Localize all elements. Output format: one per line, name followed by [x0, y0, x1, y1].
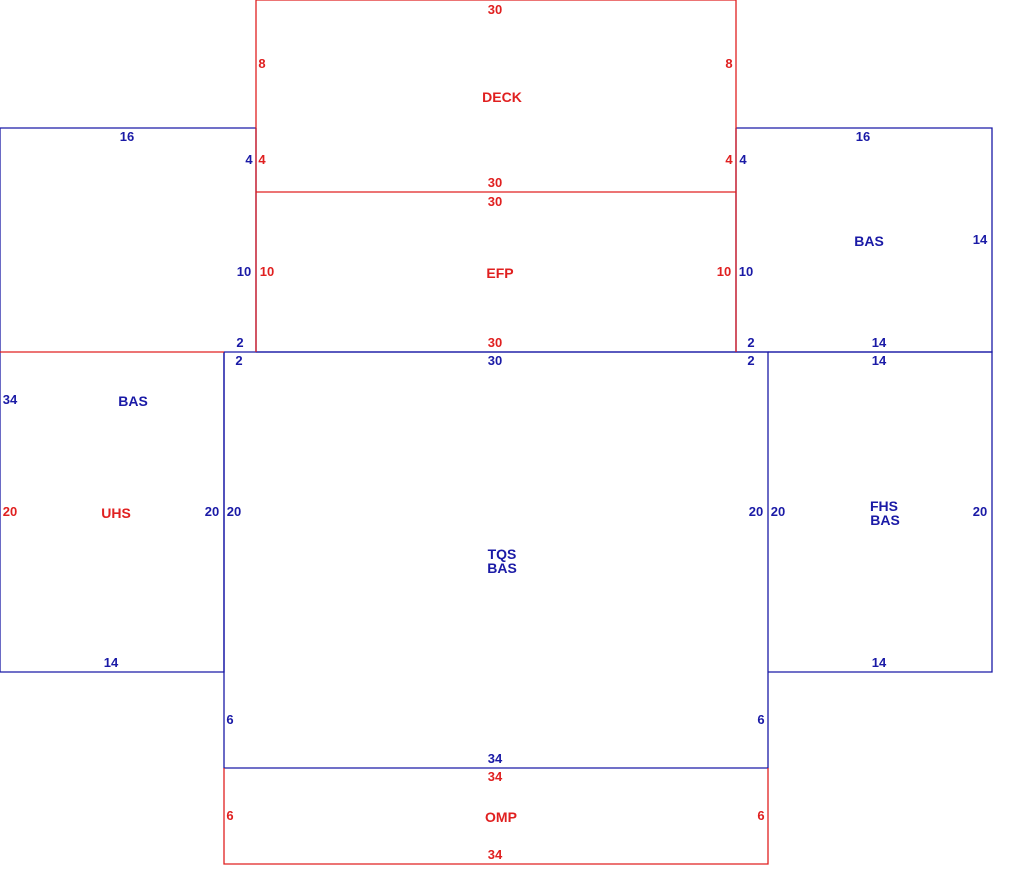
- omp-outline: [223, 768, 769, 865]
- center-label-tqs: TQS: [488, 546, 517, 562]
- uhs-left-dimension: 20: [3, 504, 17, 519]
- center-left-top-dimension: 2: [235, 353, 242, 368]
- left-bas-left-dimension: 34: [3, 392, 18, 407]
- right-fhs-label-fhs: FHS: [870, 498, 898, 514]
- right-bas-left-bot-dimension: 2: [747, 335, 754, 350]
- left-upper-top-dimension: 16: [120, 129, 134, 144]
- right-fhs-left-dimension: 20: [771, 504, 785, 519]
- left-bas-right-dimension: 20: [205, 504, 219, 519]
- efp-right-dimension: 10: [717, 264, 731, 279]
- left-bas-label: BAS: [118, 393, 148, 409]
- deck-label: DECK: [482, 89, 522, 105]
- right-fhs-label-bas: BAS: [870, 512, 900, 528]
- omp-top-dimension: 34: [488, 769, 503, 784]
- deck-bottom-dimension: 30: [488, 175, 502, 190]
- center-right-low-dimension: 6: [757, 712, 764, 727]
- right-bas-top-dimension: 16: [856, 129, 870, 144]
- uhs-label: UHS: [101, 505, 131, 521]
- efp-bottom-dimension: 30: [488, 335, 502, 350]
- right-bas-right-dimension: 14: [973, 232, 988, 247]
- omp-bottom-dimension: 34: [488, 847, 503, 862]
- right-fhs-outline: [768, 351, 993, 673]
- left-bas-bottom-dimension: 14: [104, 655, 119, 670]
- center-label-bas: BAS: [487, 560, 517, 576]
- efp-left-dimension: 10: [260, 264, 274, 279]
- deck-left-dimension: 8: [258, 56, 265, 71]
- efp-label: EFP: [486, 265, 513, 281]
- center-right-dimension: 20: [749, 504, 763, 519]
- omp-label: OMP: [485, 809, 517, 825]
- center-right-top-dimension: 2: [747, 353, 754, 368]
- right-bas-bottom-dimension: 14: [872, 335, 887, 350]
- right-fhs-top-dimension: 14: [872, 353, 887, 368]
- left-upper-right-bot-dimension: 2: [236, 335, 243, 350]
- right-bas-label: BAS: [854, 233, 884, 249]
- center-top-dimension: 30: [488, 353, 502, 368]
- center-bottom-dimension: 34: [488, 751, 503, 766]
- omp-left-dimension: 6: [226, 808, 233, 823]
- deck-outline: [255, 0, 737, 192]
- center-left-dimension: 20: [227, 504, 241, 519]
- omp-right-dimension: 6: [757, 808, 764, 823]
- left-upper-right-mid-dimension: 10: [237, 264, 251, 279]
- left-upper-outline: [0, 127, 256, 352]
- deck-top-dimension: 30: [488, 2, 502, 17]
- left-upper-right-top-dimension: 4: [245, 152, 253, 167]
- efp-left-top-dimension-4: 4: [258, 152, 266, 167]
- center-left-low-dimension: 6: [226, 712, 233, 727]
- efp-right-top-dimension-4: 4: [725, 152, 733, 167]
- efp-top-dimension: 30: [488, 194, 502, 209]
- right-bas-left-top-dimension: 4: [739, 152, 747, 167]
- right-bas-left-mid-dimension: 10: [739, 264, 753, 279]
- right-fhs-bottom-dimension: 14: [872, 655, 887, 670]
- right-fhs-right-dimension: 20: [973, 504, 987, 519]
- deck-right-dimension: 8: [725, 56, 732, 71]
